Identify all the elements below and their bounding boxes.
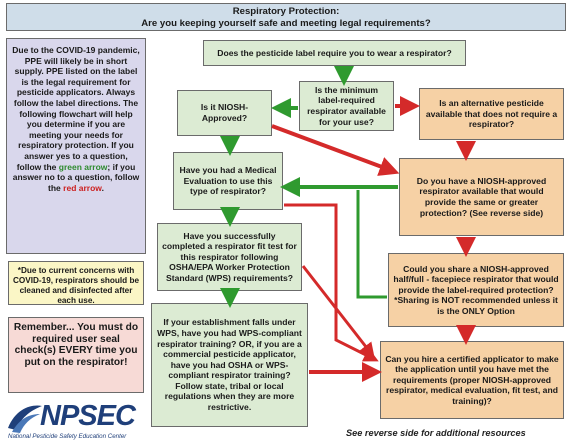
intro-text-c: . xyxy=(101,182,104,193)
box-share-respirator: Could you share a NIOSH-approved half/fu… xyxy=(388,253,564,327)
box-fit-test: Have you successfully completed a respir… xyxy=(157,223,302,291)
no-arrow-3 xyxy=(271,124,400,176)
intro-text-a: Due to the COVID-19 pandemic, PPE will l… xyxy=(12,45,140,172)
red-arrow-word: red arrow xyxy=(63,182,102,193)
logo-name: NPSEC xyxy=(40,400,136,432)
logo-swoosh-icon xyxy=(8,405,42,433)
intro-panel: Due to the COVID-19 pandemic, PPE will l… xyxy=(6,38,146,254)
logo-subtitle: National Pesticide Safety Education Cent… xyxy=(8,433,127,440)
box-niosh-same: Do you have a NIOSH-approved respirator … xyxy=(399,158,564,236)
box-alt-pesticide: Is an alternative pesticide available th… xyxy=(419,88,564,140)
green-arrow-word: green arrow xyxy=(58,161,108,172)
box-min-available: Is the minimum label-required respirator… xyxy=(299,81,394,131)
yes-arrow-6 xyxy=(356,190,387,299)
covid-note: *Due to current concerns with COVID-19, … xyxy=(8,261,144,305)
share-warning: *Sharing is NOT recommended unless it is… xyxy=(394,295,558,316)
title-line-2: Are you keeping yourself safe and meetin… xyxy=(141,18,431,29)
footer-note: See reverse side for additional resource… xyxy=(346,428,526,438)
npsec-logo: NPSEC National Pesticide Safety Educatio… xyxy=(6,400,166,444)
title-line-1: Respiratory Protection: xyxy=(232,6,340,17)
box-label-requires: Does the pesticide label require you to … xyxy=(203,40,466,66)
box-niosh-approved: Is it NIOSH-Approved? xyxy=(177,90,272,136)
share-question: Could you share a NIOSH-approved half/fu… xyxy=(393,263,559,295)
box-training: If your establishment falls under WPS, h… xyxy=(151,303,308,427)
remember-note: Remember... You must do required user se… xyxy=(8,317,144,393)
intro-text-b: ; if you answer no to a question, follow… xyxy=(12,161,140,193)
box-hire-applicator: Can you hire a certified applicator to m… xyxy=(380,341,564,419)
flowchart-title: Respiratory Protection: Are you keeping … xyxy=(6,3,566,31)
no-arrow-7 xyxy=(301,265,375,358)
no-arrow-6 xyxy=(284,203,379,362)
